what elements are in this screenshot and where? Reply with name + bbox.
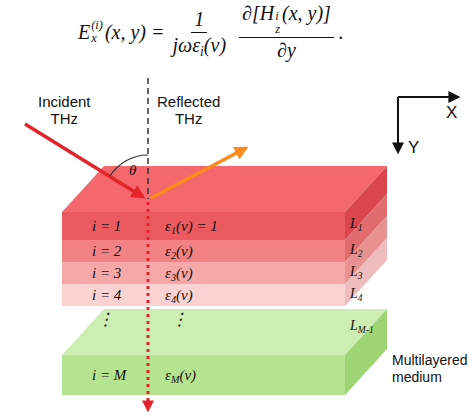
fraction: ∂[Hiz(x, y)]∂y (239, 2, 334, 62)
thickness-label: 4 (358, 293, 363, 303)
script-stack: iz (275, 10, 280, 36)
layer-index: i = 3 (92, 265, 121, 282)
layer-band: i = M εM(ν) (62, 355, 345, 395)
angle-label: θ (129, 162, 136, 178)
beam-label-group: Reflected THz (157, 94, 220, 127)
thickness-label-group: L3 (350, 264, 363, 280)
layer-band: i = 2 ε2(ν) (62, 240, 345, 262)
permittivity: ε1(ν) = 1 (165, 218, 218, 235)
permittivity: εM(ν) (165, 367, 196, 384)
layer-top-face (62, 309, 387, 355)
axis-label-group: X (446, 103, 457, 123)
permittivity-term: ε (165, 243, 171, 260)
permittivity: ε4(ν) (165, 287, 193, 304)
permittivity-term: ε (165, 367, 171, 384)
y-axis (397, 97, 399, 152)
thickness-label: L (350, 264, 358, 280)
permittivity-term: (ν) (179, 367, 196, 384)
denominator: ∂y (274, 38, 299, 62)
numerator: 1 (191, 8, 207, 33)
fraction: 1jωεi(ν) (170, 8, 230, 57)
transmitted-beam (147, 202, 150, 410)
thickness-label: 1 (358, 223, 363, 233)
permittivity-term: ε (165, 287, 171, 304)
denominator: jωεi(ν) (170, 33, 230, 57)
layer-front-face (62, 240, 345, 262)
beam-label: Incident THz (38, 93, 91, 127)
permittivity-subscript: 4 (171, 294, 176, 305)
axis-label-group: Y (408, 138, 419, 158)
layer-band: i = 3 ε3(ν) (62, 262, 345, 284)
thickness-label: L (350, 286, 358, 302)
equation-term: ∂[H (242, 2, 274, 25)
layer-front-face (62, 355, 345, 395)
layer-side-face (345, 238, 387, 306)
equation-superscript: (i) (91, 19, 103, 32)
normal-line (147, 78, 149, 199)
thickness-label: 2 (358, 249, 363, 259)
equation-term: (x, y) = (105, 21, 165, 44)
permittivity-term: (ν) (176, 243, 193, 260)
equation-term: (x, y)] (282, 2, 331, 25)
axis-label: Y (408, 138, 419, 157)
layer-band: i = 4 ε4(ν) (62, 284, 345, 306)
permittivity-term: ε (165, 218, 171, 235)
equation: E(i)x(x, y) =1jωεi(ν)∂[Hiz(x, y)]∂y. (78, 2, 344, 62)
layer-front-face (62, 262, 345, 284)
reflected-beam (151, 148, 246, 198)
layer-band: i = 1 ε1(ν) = 1 (62, 212, 345, 240)
equation-term: jωε (173, 34, 201, 57)
angle-arc (110, 155, 148, 176)
equation-subscript: z (275, 23, 280, 36)
layer-side-face (345, 309, 387, 395)
equation-term: (ν) (204, 34, 226, 57)
permittivity: ε3(ν) (165, 265, 193, 282)
axis-label: X (446, 103, 457, 122)
thickness-label-group: L1 (350, 216, 363, 232)
beam-label: Reflected THz (157, 93, 220, 127)
equation-term: E (78, 21, 90, 44)
equation-term: . (339, 21, 344, 44)
thickness-label: L (350, 318, 358, 334)
layer-index: i = 1 (92, 218, 121, 235)
ellipsis: ⋮ (171, 310, 188, 329)
thickness-label-group: L2 (350, 242, 363, 258)
permittivity-term: (ν) = 1 (176, 218, 218, 235)
thickness-label-group: LM-1 (350, 318, 374, 334)
thickness-label-group: L4 (350, 286, 363, 302)
medium-label: Multilayered medium (392, 352, 467, 385)
layer-front-face (62, 284, 345, 306)
permittivity-term: (ν) (176, 287, 193, 304)
permittivity-subscript: 1 (171, 225, 176, 236)
medium-label-group: Multilayered medium (392, 352, 467, 386)
ellipsis-group: ⋮ (97, 309, 114, 330)
thickness-label: L (350, 216, 358, 232)
equation-term: 1 (194, 8, 204, 31)
equation-subscript: x (91, 32, 103, 45)
permittivity-term: ε (165, 265, 171, 282)
equation-superscript: i (275, 10, 280, 23)
angle-label-group: θ (129, 162, 136, 179)
ellipsis-group: ⋮ (171, 309, 188, 330)
ellipsis: ⋮ (97, 310, 114, 329)
thickness-label: L (350, 242, 358, 258)
permittivity: ε2(ν) (165, 243, 193, 260)
permittivity-subscript: M (171, 374, 180, 385)
layer-index: i = 4 (92, 287, 121, 304)
layer-front-face (62, 212, 345, 240)
top-face (62, 166, 387, 212)
permittivity-term: (ν) (176, 265, 193, 282)
script-stack: (i)x (91, 19, 103, 45)
thickness-label: M-1 (358, 325, 374, 335)
equation-term: ∂y (277, 39, 296, 62)
numerator: ∂[Hiz(x, y)] (239, 2, 334, 38)
x-axis (398, 96, 458, 98)
permittivity-subscript: 2 (171, 250, 176, 261)
layer-index: i = M (92, 367, 126, 384)
equation-subscript: i (200, 44, 204, 60)
thickness-label: 3 (358, 271, 363, 281)
permittivity-subscript: 3 (171, 272, 176, 283)
layer-index: i = 2 (92, 243, 121, 260)
beam-label-group: Incident THz (38, 94, 91, 127)
